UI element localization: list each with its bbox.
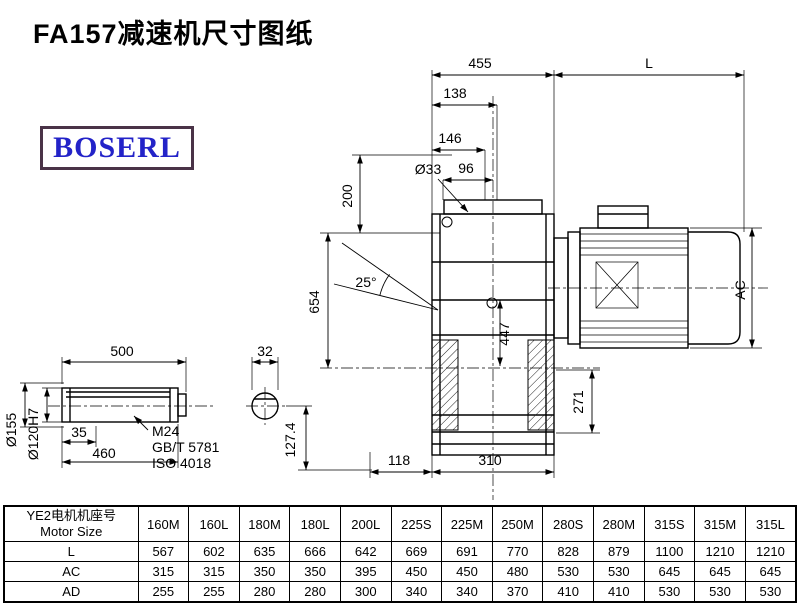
dim-value-cell: 1100 (643, 541, 696, 562)
label-thread-m24: M24 (152, 423, 179, 439)
dim-value-cell: 530 (694, 581, 746, 603)
row-label-cell: AC (3, 561, 139, 582)
boserl-logo: BOSERL (40, 126, 194, 170)
dim-value-cell: 567 (137, 541, 190, 562)
dim-value-cell: 350 (289, 561, 341, 582)
dim-value-cell: 340 (390, 581, 443, 603)
dim-L: L (645, 55, 653, 71)
motor-frame-col-header: 180M (238, 505, 291, 542)
row-label-cell: AD (3, 581, 139, 603)
dim-118: 118 (388, 452, 411, 468)
dim-value-cell: 530 (744, 581, 797, 603)
dim-35: 35 (71, 424, 87, 440)
dim-127-4: 127.4 (282, 422, 298, 457)
dim-value-cell: 410 (592, 581, 645, 603)
dimension-lines (22, 72, 755, 475)
motor-frame-col-header: 225M (441, 505, 493, 542)
dim-AC: AC (732, 280, 748, 299)
motor-frame-col-header: 225S (390, 505, 443, 542)
dim-value-cell: 395 (339, 561, 392, 582)
dim-value-cell: 645 (643, 561, 696, 582)
dim-value-cell: 350 (238, 561, 291, 582)
dim-value-cell: 602 (188, 541, 240, 562)
dim-value-cell: 691 (441, 541, 493, 562)
motor-frame-col-header: 180L (289, 505, 341, 542)
dim-value-cell: 530 (592, 561, 645, 582)
dim-455: 455 (468, 55, 492, 71)
motor-frame-col-header: 160M (137, 505, 190, 542)
motor-outline (553, 205, 741, 349)
dim-value-cell: 280 (289, 581, 341, 603)
dim-654: 654 (306, 290, 322, 314)
dim-value-cell: 530 (542, 561, 594, 582)
section-hatching (431, 339, 555, 431)
extension-lines (20, 70, 762, 478)
motor-frame-col-header: 315S (643, 505, 696, 542)
label-std-gbt5781: GB/T 5781 (152, 439, 220, 455)
dimension-drawing: 455 L 138 146 Ø33 96 200 654 447 25° AC … (3, 55, 768, 500)
motor-frame-col-header: 280S (542, 505, 594, 542)
dim-hole-dia-33: Ø33 (415, 161, 442, 177)
dim-value-cell: 340 (441, 581, 493, 603)
dim-value-cell: 1210 (694, 541, 746, 562)
dim-146: 146 (438, 130, 462, 146)
dim-200: 200 (339, 184, 355, 208)
dim-value-cell: 666 (289, 541, 341, 562)
motor-frame-col-header: 160L (188, 505, 240, 542)
motor-frame-col-header: 250M (491, 505, 544, 542)
dim-value-cell: 530 (643, 581, 696, 603)
dim-value-cell: 480 (491, 561, 544, 582)
dim-value-cell: 1210 (744, 541, 797, 562)
row-label-cell: L (3, 541, 139, 562)
label-std-iso4018: ISO 4018 (152, 455, 211, 471)
shaft-end-view (251, 392, 279, 420)
dim-bore-dia-120h7: Ø120H7 (25, 408, 41, 460)
dim-value-cell: 370 (491, 581, 544, 603)
bolt-holes (441, 216, 498, 309)
dim-value-cell: 315 (137, 561, 190, 582)
dim-value-cell: 828 (542, 541, 594, 562)
angle-dimension (333, 242, 439, 311)
dim-value-cell: 255 (137, 581, 190, 603)
dim-value-cell: 645 (744, 561, 797, 582)
dim-500: 500 (110, 343, 134, 359)
dim-value-cell: 770 (491, 541, 544, 562)
dim-value-cell: 255 (188, 581, 240, 603)
page-title: FA157减速机尺寸图纸 (33, 19, 314, 49)
dim-value-cell: 280 (238, 581, 291, 603)
dim-value-cell: 669 (390, 541, 443, 562)
dim-138: 138 (443, 85, 467, 101)
dim-271: 271 (570, 390, 586, 414)
dim-value-cell: 410 (542, 581, 594, 603)
dim-value-cell: 635 (238, 541, 291, 562)
dim-310: 310 (478, 452, 502, 468)
dim-value-cell: 315 (188, 561, 240, 582)
motor-frame-col-header: 315M (694, 505, 746, 542)
dim-value-cell: 642 (339, 541, 392, 562)
motor-frame-col-header: 280M (592, 505, 645, 542)
dim-value-cell: 879 (592, 541, 645, 562)
dim-angle-25: 25° (355, 274, 376, 290)
dim-96: 96 (458, 160, 474, 176)
output-shaft-view (61, 387, 187, 423)
dim-460: 460 (92, 445, 116, 461)
dim-value-cell: 645 (694, 561, 746, 582)
dim-447: 447 (496, 322, 512, 346)
motor-frame-col-header: 200L (339, 505, 392, 542)
dim-value-cell: 450 (441, 561, 493, 582)
dim-value-cell: 450 (390, 561, 443, 582)
dim-value-cell: 300 (339, 581, 392, 603)
dim-flange-dia-155: Ø155 (3, 413, 19, 447)
dimension-labels: 455 L 138 146 Ø33 96 200 654 447 25° AC … (3, 55, 748, 471)
dim-32: 32 (257, 343, 273, 359)
motor-fins (580, 233, 688, 343)
motor-frame-col-header: 315L (744, 505, 797, 542)
boserl-logo-text: BOSERL (53, 131, 181, 164)
